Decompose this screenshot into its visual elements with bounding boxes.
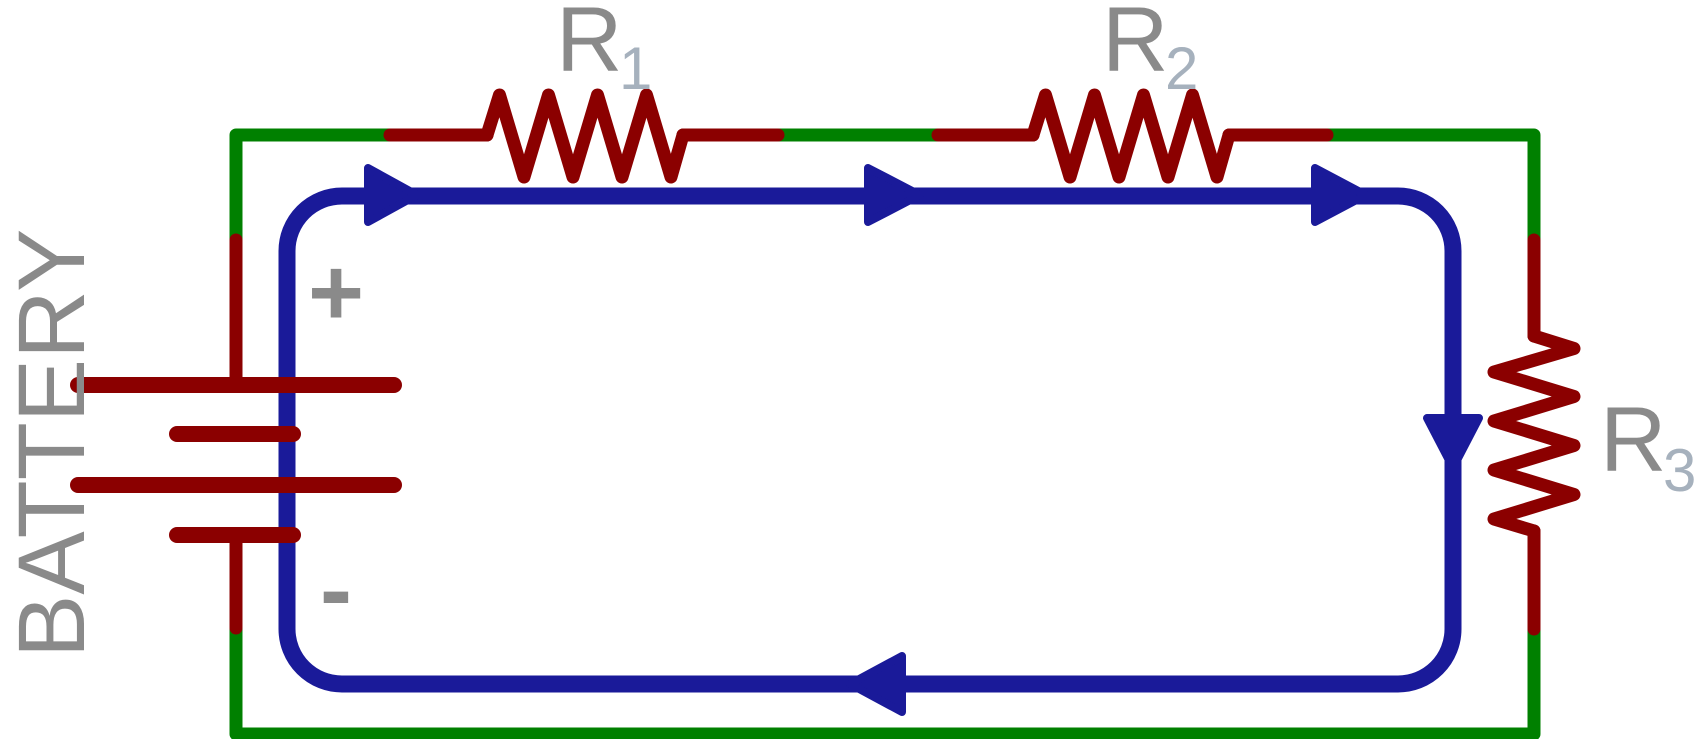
green-wires bbox=[229, 128, 1541, 739]
battery-symbol bbox=[70, 377, 402, 543]
battery-positive-label: + bbox=[308, 239, 364, 346]
labels: BATTERY + - R 1 R 2 R 3 bbox=[0, 0, 1696, 658]
wire-green-top-left bbox=[229, 128, 397, 247]
current-loop bbox=[278, 164, 1483, 716]
current-arrow-right-icon bbox=[1423, 414, 1483, 472]
resistor-r2-label: R bbox=[1102, 0, 1168, 91]
resistors bbox=[480, 88, 1581, 538]
resistor-r2-zigzag bbox=[1026, 88, 1236, 184]
wire-green-top-right bbox=[1320, 128, 1541, 247]
current-arrow-top-middle-icon bbox=[864, 164, 924, 226]
resistor-r3-subscript: 3 bbox=[1663, 437, 1696, 504]
resistor-r2-subscript: 2 bbox=[1165, 35, 1198, 102]
battery-label: BATTERY bbox=[0, 229, 105, 658]
battery-negative-label: - bbox=[320, 536, 352, 643]
current-arrow-bottom-icon bbox=[846, 652, 906, 716]
resistor-r3-zigzag bbox=[1487, 329, 1581, 538]
resistor-r1-zigzag bbox=[480, 88, 690, 184]
current-loop-path bbox=[278, 187, 1462, 693]
wire-green-bottom bbox=[229, 621, 1541, 739]
resistor-r1-label: R bbox=[556, 0, 622, 91]
current-arrow-top-left-icon bbox=[364, 164, 421, 226]
current-arrow-top-right-icon bbox=[1311, 164, 1370, 226]
resistor-r1-subscript: 1 bbox=[619, 35, 652, 102]
red-wires bbox=[229, 128, 1541, 636]
resistor-r3-label: R bbox=[1600, 389, 1666, 491]
